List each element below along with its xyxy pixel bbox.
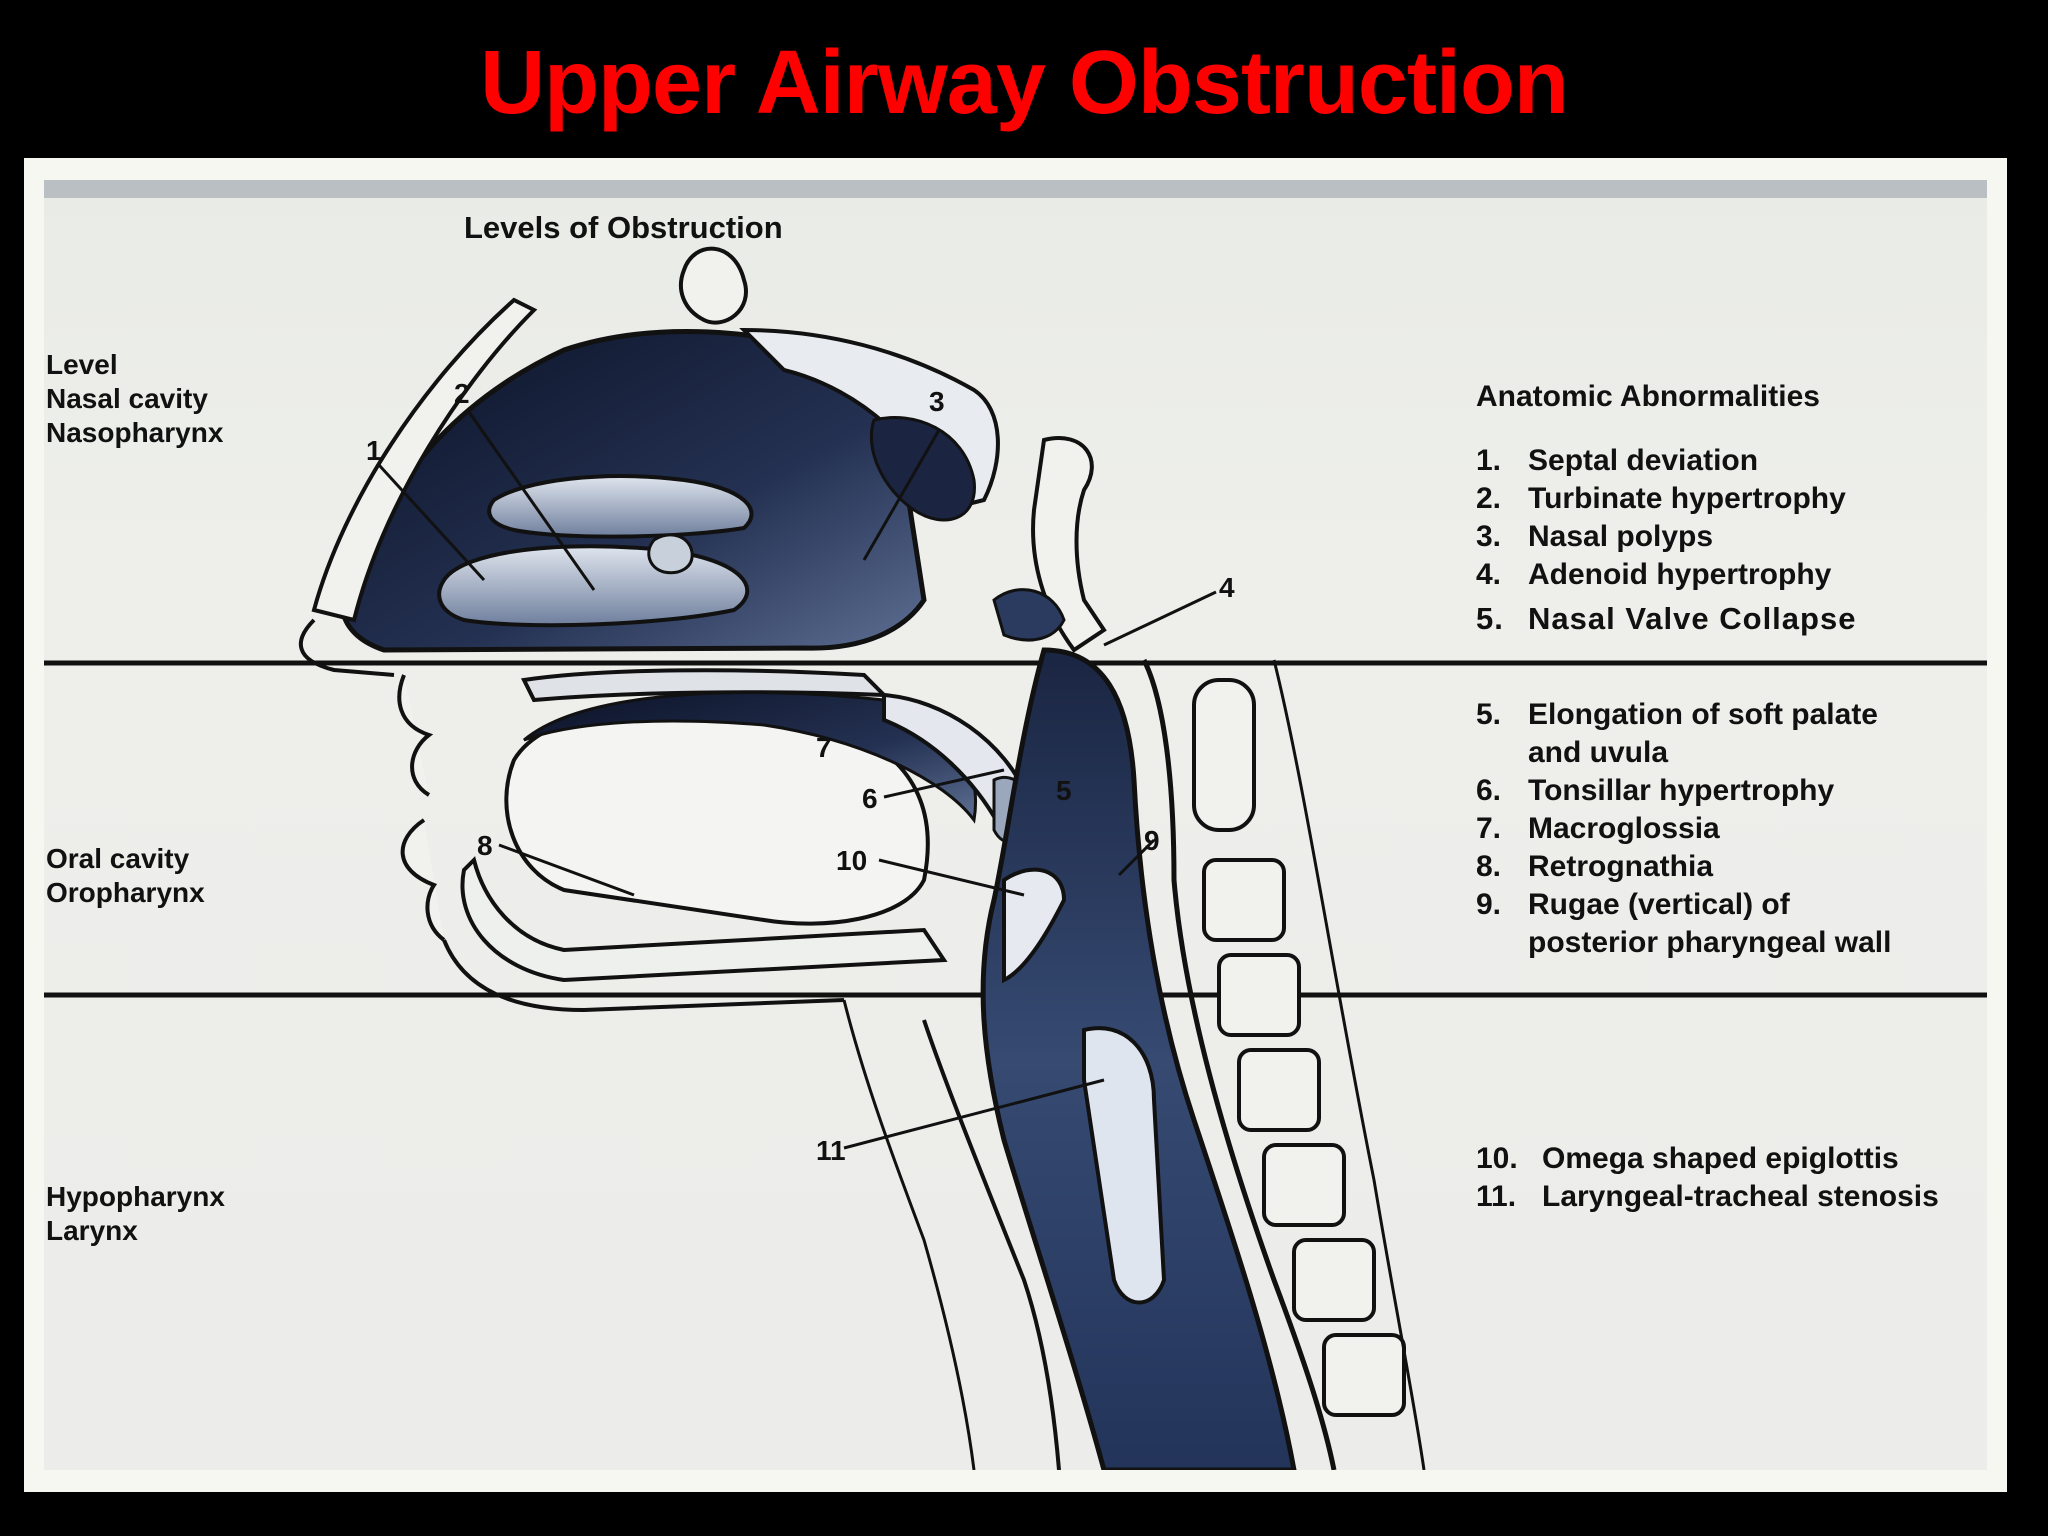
- callout-number: 2: [454, 378, 470, 409]
- abnormality-item: 10.Omega shaped epiglottis: [1476, 1142, 1899, 1175]
- level-label: Hypopharynx: [46, 1181, 225, 1212]
- posterior-pharyngeal-wall: [1141, 658, 1337, 1470]
- callout-number: 7: [816, 732, 832, 763]
- anatomy-figure: Levels of Obstruction Level Nasal cavity…: [24, 158, 2007, 1492]
- callout-number: 11: [816, 1135, 846, 1166]
- chin-outline: [442, 939, 845, 1013]
- level-label: Nasal cavity: [46, 383, 208, 414]
- levels-heading: Levels of Obstruction: [464, 210, 783, 245]
- abnormality-item: 4.Adenoid hypertrophy: [1476, 558, 1832, 591]
- callout-number: 3: [929, 386, 945, 417]
- callout-number: 8: [477, 830, 493, 861]
- abnormality-list-hypopharynx: 10.Omega shaped epiglottis 11.Laryngeal-…: [1476, 1140, 1939, 1216]
- callout-number: 4: [1219, 572, 1235, 603]
- callout-leader-lines: [377, 411, 1217, 1150]
- sinus-shape: [869, 416, 976, 522]
- clivus-outline: [1031, 436, 1107, 653]
- abnormality-item: 1.Septal deviation: [1476, 444, 1759, 477]
- upper-lip-outline: [397, 674, 434, 797]
- abnormality-item: and uvula: [1528, 736, 1669, 769]
- callout-number: 10: [836, 845, 868, 876]
- callout-number: 9: [1144, 825, 1160, 856]
- polyp: [647, 533, 694, 575]
- esophagus-front: [922, 1019, 1061, 1470]
- level-group-hypopharynx: Hypopharynx Larynx: [46, 1180, 225, 1248]
- abnormality-list-nasal: 1.Septal deviation 2.Turbinate hypertrop…: [1476, 442, 1856, 638]
- abnormality-item: 9.Rugae (vertical) of: [1476, 888, 1790, 921]
- abnormality-item: 3.Nasal polyps: [1476, 520, 1714, 553]
- skull-base-outline: [678, 246, 748, 325]
- abnormality-item: 5.Elongation of soft palate: [1476, 698, 1878, 731]
- lower-lip-outline: [400, 818, 446, 942]
- abnormality-item: 11.Laryngeal-tracheal stenosis: [1476, 1180, 1939, 1213]
- level-label: Nasopharynx: [46, 417, 224, 448]
- callout-number: 1: [366, 435, 382, 466]
- mandible-outline: [460, 856, 948, 983]
- level-label: Larynx: [46, 1215, 138, 1246]
- spinal-cord-outline: [1272, 659, 1426, 1470]
- abnormalities-heading: Anatomic Abnormalities: [1476, 380, 1820, 413]
- slide-title: Upper Airway Obstruction: [480, 33, 1569, 133]
- abnormality-list-oral: 5.Elongation of soft palate and uvula 6.…: [1476, 696, 1891, 962]
- neck-front-outline: [842, 999, 976, 1470]
- abnormality-item: 2.Turbinate hypertrophy: [1476, 482, 1846, 515]
- level-label: Oropharynx: [46, 877, 205, 908]
- figure-panel: Levels of Obstruction Level Nasal cavity…: [44, 180, 1987, 1470]
- sagittal-head-neck-illustration: [44, 246, 1987, 1470]
- nasal-bone-outline: [311, 297, 538, 623]
- level-label: Level: [46, 349, 118, 380]
- abnormality-item: 6.Tonsillar hypertrophy: [1476, 774, 1835, 807]
- oral-airspace: [523, 691, 977, 824]
- level-label: Oral cavity: [46, 843, 190, 874]
- nose-tip-outline: [298, 618, 395, 677]
- inferior-turbinate: [437, 544, 750, 628]
- abnormality-item: posterior pharyngeal wall: [1528, 926, 1892, 959]
- level-group-nasal: Level Nasal cavity Nasopharynx: [46, 348, 223, 450]
- level-group-oral: Oral cavity Oropharynx: [46, 842, 205, 910]
- cervical-vertebrae: [1192, 678, 1406, 1417]
- abnormality-item: 7.Macroglossia: [1476, 812, 1720, 845]
- trachea-rings: [1082, 1026, 1167, 1305]
- callout-number: 6: [862, 783, 878, 814]
- adenoid: [992, 588, 1066, 642]
- abnormality-item: 8.Retrognathia: [1476, 850, 1714, 883]
- figure-top-edge: [44, 180, 1987, 198]
- abnormality-item: 5.Nasal Valve Collapse: [1476, 601, 1857, 636]
- middle-turbinate: [487, 474, 754, 539]
- callout-number: 5: [1056, 775, 1072, 806]
- epiglottis: [1002, 867, 1067, 984]
